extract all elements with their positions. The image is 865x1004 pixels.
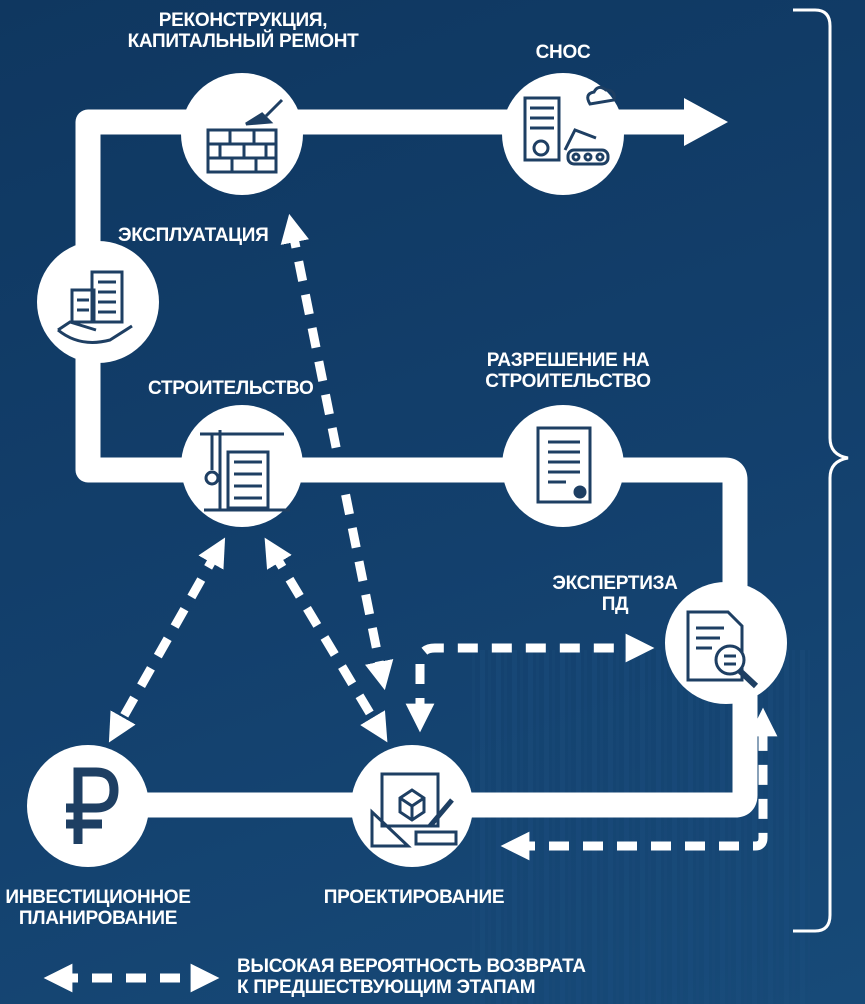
- stage-bracket: [793, 8, 849, 933]
- return-arrow-reconstruction-design: [280, 213, 394, 691]
- node-design: [351, 745, 473, 867]
- label-expertise: ЭКСПЕРТИЗА ПД: [545, 573, 685, 615]
- label-investment-text: ИНВЕСТИЦИОННОЕ ПЛАНИРОВАНИЕ: [5, 887, 191, 929]
- crane-building-icon: [200, 430, 290, 512]
- path-arrow-head: [684, 98, 728, 146]
- drafting-tools-icon: [370, 772, 458, 848]
- label-design: ПРОЕКТИРОВАНИЕ: [322, 887, 506, 908]
- label-expertise-text: ЭКСПЕРТИЗА ПД: [552, 573, 678, 615]
- background-texture: [470, 650, 810, 1004]
- return-arrow-design-expertise: [405, 633, 655, 733]
- brick-wall-trowel-icon: [206, 98, 284, 174]
- return-arrow-expertise-design: [500, 707, 778, 861]
- document-magnifier-icon: [686, 610, 759, 689]
- node-reconstruction: [181, 73, 303, 195]
- label-permit-text: РАЗРЕШЕНИЕ НА СТРОИТЕЛЬСТВО: [485, 350, 651, 392]
- node-operation: [37, 241, 159, 363]
- permit-document-icon: [536, 426, 592, 504]
- label-design-text: ПРОЕКТИРОВАНИЕ: [323, 887, 505, 908]
- node-construction: [181, 405, 303, 527]
- return-arrows: [43, 213, 778, 993]
- label-operation: ЭКСПЛУАТАЦИЯ: [118, 225, 269, 246]
- legend-text-content: ВЫСОКАЯ ВЕРОЯТНОСТЬ ВОЗВРАТА К ПРЕДШЕСТВ…: [237, 956, 586, 998]
- demolition-excavator-icon: [523, 85, 616, 166]
- label-operation-text: ЭКСПЛУАТАЦИЯ: [118, 225, 269, 246]
- label-construction: СТРОИТЕЛЬСТВО: [148, 378, 314, 399]
- label-demolition: СНОС: [513, 42, 613, 63]
- hand-holding-buildings-icon: [57, 270, 133, 344]
- label-reconstruction-text: РЕКОНСТРУКЦИЯ, КАПИТАЛЬНЫЙ РЕМОНТ: [127, 10, 359, 52]
- label-demolition-text: СНОС: [535, 42, 591, 63]
- label-construction-text: СТРОИТЕЛЬСТВО: [148, 378, 314, 399]
- label-reconstruction: РЕКОНСТРУКЦИЯ, КАПИТАЛЬНЫЙ РЕМОНТ: [125, 10, 361, 52]
- legend-text: ВЫСОКАЯ ВЕРОЯТНОСТЬ ВОЗВРАТА К ПРЕДШЕСТВ…: [237, 956, 586, 998]
- node-investment: [27, 745, 149, 867]
- return-arrow-construction-investment: [108, 537, 226, 743]
- label-permit: РАЗРЕШЕНИЕ НА СТРОИТЕЛЬСТВО: [463, 350, 673, 392]
- node-expertise: [665, 582, 787, 704]
- label-investment: ИНВЕСТИЦИОННОЕ ПЛАНИРОВАНИЕ: [0, 887, 196, 929]
- node-permit: [502, 405, 624, 527]
- node-demolition: [502, 73, 624, 195]
- ruble-icon: [66, 767, 119, 844]
- return-arrow-construction-design: [264, 537, 388, 743]
